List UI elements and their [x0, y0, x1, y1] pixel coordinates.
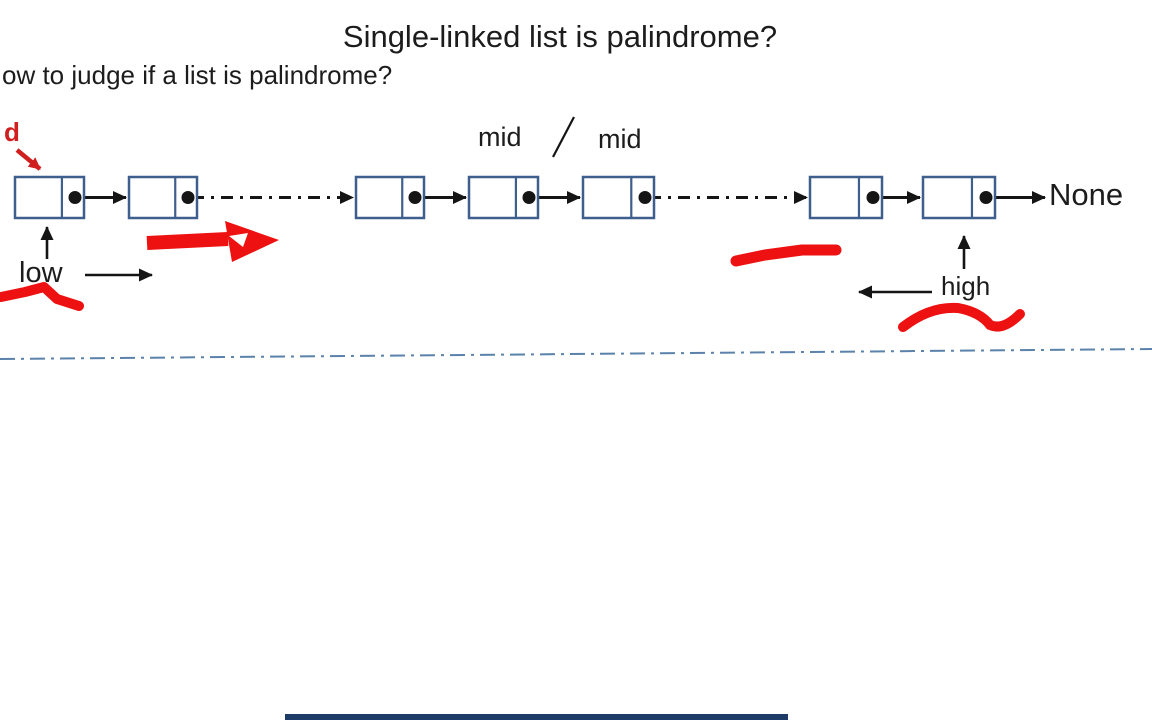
node-pointer-dot [866, 191, 880, 204]
section-divider-line [0, 348, 1152, 360]
low-label: low [19, 257, 63, 289]
red-annotations [0, 148, 1025, 332]
node-pointer-dot [979, 191, 993, 204]
list-node-5 [581, 175, 656, 220]
node-pointer-dot [638, 191, 652, 204]
mid-label-left: mid [478, 122, 522, 152]
red-arrow-notch [229, 233, 248, 247]
list-node-6 [808, 175, 884, 220]
list-node-7 [921, 175, 997, 220]
list-node-3 [354, 175, 426, 220]
node-pointer-dot [408, 191, 422, 204]
none-label: None [1049, 177, 1124, 212]
mid-label-right: mid [598, 124, 642, 154]
list-node-1 [13, 175, 86, 220]
high-label: high [941, 271, 991, 301]
list-node-2 [127, 175, 199, 220]
node-layer [13, 175, 997, 220]
red-mark-mid-right [730, 244, 842, 267]
question-text: ow to judge if a list is palindrome? [2, 60, 393, 90]
node-pointer-dot [68, 191, 82, 204]
red-underline-high [898, 302, 1025, 332]
video-progress-bar[interactable] [285, 714, 788, 720]
node-pointer-dot [181, 191, 195, 204]
node-box [581, 175, 656, 220]
node-pointer-dot [522, 191, 536, 204]
d-pointer-arrow [15, 148, 42, 171]
slide-title: Single-linked list is palindrome? [342, 19, 778, 54]
red-underline-low [0, 282, 84, 311]
list-node-4 [467, 175, 540, 220]
mid-separator-slash [552, 116, 575, 158]
d-label: d [4, 117, 20, 147]
red-arrow-body [146, 232, 229, 250]
red-arrow-head [225, 221, 279, 262]
